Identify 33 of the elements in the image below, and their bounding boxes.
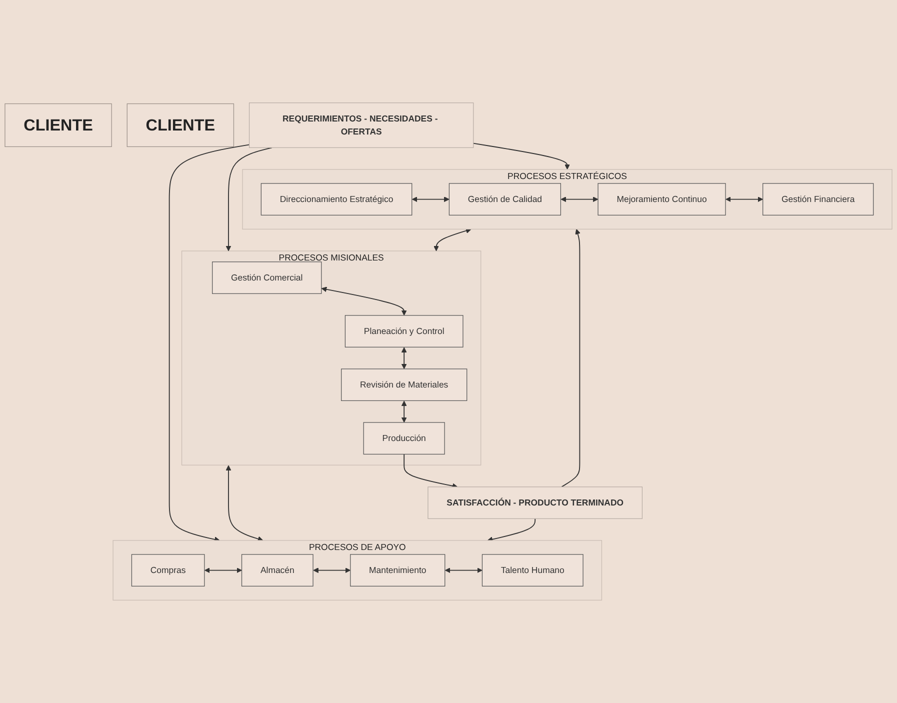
arrow bbox=[313, 568, 351, 574]
node-box: Planeación y Control bbox=[344, 315, 464, 348]
node-box: REQUERIMIENTOS - NECESIDADES - OFERTAS bbox=[248, 102, 474, 148]
arrow bbox=[561, 228, 580, 488]
node-box: CLIENTE bbox=[126, 103, 234, 147]
arrow bbox=[472, 142, 570, 170]
arrow bbox=[404, 454, 458, 489]
node-box: Producción bbox=[363, 422, 445, 455]
node-box: Talento Humano bbox=[482, 554, 584, 586]
arrow bbox=[226, 147, 272, 252]
node-box: SATISFACCIÓN - PRODUCTO TERMINADO bbox=[428, 486, 643, 519]
node-box: Compras bbox=[131, 554, 205, 586]
node-box: Gestión Comercial bbox=[212, 262, 322, 294]
arrow bbox=[487, 518, 536, 542]
arrow bbox=[726, 196, 764, 202]
arrow bbox=[434, 228, 472, 252]
node-box: Gestión Financiera bbox=[762, 183, 874, 216]
node-box: Direccionamiento Estratégico bbox=[260, 183, 412, 216]
node-box: Revisión de Materiales bbox=[341, 368, 468, 401]
node-box: Gestión de Calidad bbox=[448, 183, 561, 216]
arrow bbox=[560, 196, 598, 202]
node-box: Mantenimiento bbox=[350, 554, 446, 586]
node-box: Mejoramiento Continuo bbox=[598, 183, 726, 216]
arrow bbox=[204, 568, 242, 574]
arrow bbox=[226, 465, 264, 542]
node-box: Almacén bbox=[241, 554, 314, 586]
arrow bbox=[321, 286, 407, 316]
arrow bbox=[444, 568, 482, 574]
arrow bbox=[401, 400, 407, 423]
arrow bbox=[401, 347, 407, 370]
arrow bbox=[412, 196, 450, 202]
arrow bbox=[168, 144, 250, 542]
node-box: CLIENTE bbox=[4, 103, 112, 147]
